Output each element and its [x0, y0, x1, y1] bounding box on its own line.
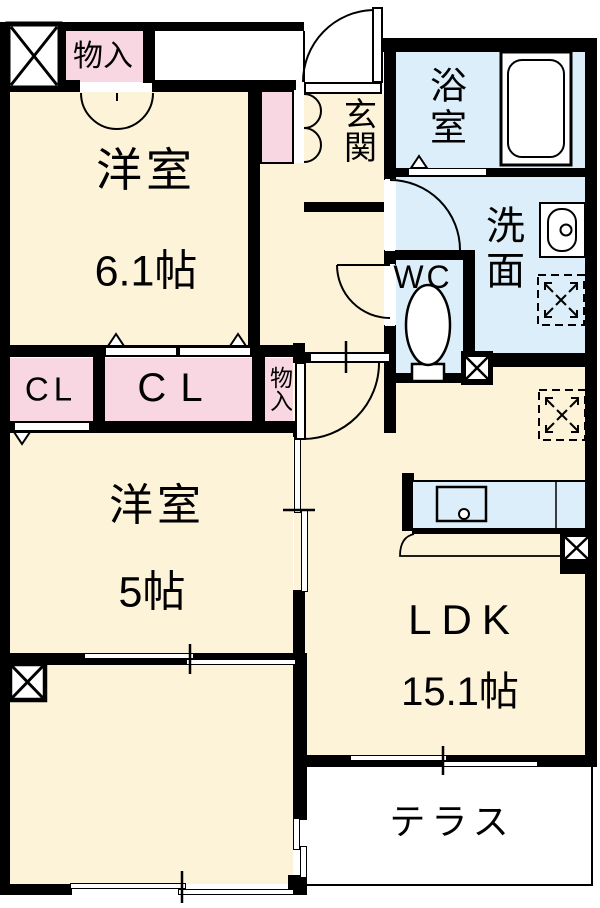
- wall-terrace-left-top: [293, 653, 307, 820]
- wc-door: [336, 264, 391, 319]
- wall-right: [585, 38, 597, 767]
- ldk-left-window-pane2: [178, 889, 294, 895]
- kitchen-faucet: [458, 508, 470, 520]
- label-storage-hall: 物入: [266, 366, 293, 412]
- bedroom2-window-pane2: [186, 659, 296, 665]
- room-bedroom2-floor: [10, 433, 293, 653]
- closet1-box: [10, 358, 93, 421]
- label-genkan: 玄関: [339, 97, 377, 163]
- label-bedroom2-name: 洋室: [109, 481, 205, 530]
- washer-space: [537, 274, 585, 326]
- door-direction-triangles: [12, 154, 429, 446]
- washroom-door-arc: [389, 179, 461, 251]
- ldk-left-window-pane1: [70, 883, 186, 889]
- label-bedroom2-area: 5帖: [118, 568, 186, 617]
- pillar-kitchen: [560, 528, 593, 574]
- wc-door-opening: [385, 264, 395, 326]
- terrace-side-window-pane2: [300, 846, 307, 878]
- genkan-cabinet-opening: [294, 90, 304, 163]
- pillar-top-left: [5, 21, 63, 91]
- terrace-side-window-pane1: [293, 818, 300, 850]
- pillar-bottom-left: [7, 661, 48, 703]
- wall-top-band: [152, 80, 296, 92]
- wall-bath-top: [382, 38, 597, 52]
- fridge-space: [538, 389, 586, 441]
- terrace-outline: [307, 767, 593, 886]
- kitchen-sink: [435, 485, 488, 523]
- label-terrace: テラス: [389, 801, 515, 842]
- wall-closet-divider2: [252, 345, 265, 433]
- washroom-door-opening: [385, 179, 395, 251]
- toilet: [404, 283, 452, 383]
- label-washroom: 洗面: [480, 205, 524, 295]
- kitchen-counter: [399, 480, 587, 557]
- genkan-step: [304, 202, 384, 212]
- wall-left: [0, 22, 10, 895]
- ldk-door: [295, 362, 380, 440]
- genkan-door-threshold: [304, 82, 382, 94]
- closet2-slider-right: [179, 347, 251, 356]
- closet2-slider-left: [105, 347, 177, 356]
- label-bedroom1-name: 洋室: [96, 144, 196, 196]
- storage-hall-box: [265, 358, 293, 421]
- closet2-box: [105, 358, 252, 421]
- storage-top-box: [62, 30, 143, 82]
- front-door: [302, 7, 383, 83]
- terrace-window-pane1: [350, 755, 447, 761]
- closet1-slider: [14, 422, 90, 431]
- wall-bath-left: [384, 38, 396, 180]
- label-closet2: CL: [137, 366, 217, 410]
- counter-front-edge: [412, 528, 586, 534]
- storage-top-doors: [80, 92, 154, 130]
- genkan-cabinet: [260, 90, 294, 164]
- bathtub: [499, 50, 573, 167]
- label-wc: WC: [393, 259, 453, 295]
- window-ticks: [180, 341, 445, 903]
- genkan-cabinet-doors: [303, 93, 322, 163]
- label-ldk-name: LDK: [408, 596, 520, 643]
- room-bedroom1-floor: [10, 92, 248, 345]
- wall-bedroom1-right: [248, 85, 260, 352]
- label-storage-top: 物入: [73, 40, 133, 73]
- bedroom2-window-pane1: [84, 653, 194, 659]
- wall-washroom-bottom: [463, 353, 585, 367]
- storage-top-opening: [80, 83, 152, 92]
- wall-wc-top: [384, 250, 475, 260]
- wall-bedroom2-right-bottom: [293, 590, 305, 653]
- label-closet1: CL: [24, 370, 78, 408]
- hallway-floor: [260, 164, 384, 352]
- room-ldk-lower-floor: [10, 653, 293, 884]
- label-bath: 浴室: [424, 66, 466, 150]
- label-bedroom1-area: 6.1帖: [94, 247, 198, 296]
- terrace-window-pane2: [441, 761, 538, 767]
- washbasin: [539, 202, 586, 258]
- wall-closet-divider1: [93, 345, 105, 433]
- wall-wc-right: [463, 250, 475, 383]
- bath-door-slider: [408, 168, 487, 176]
- hall-ldk-opening: [310, 353, 390, 362]
- wall-storage-top-right: [143, 22, 155, 92]
- room-ldk-floor: [294, 352, 585, 755]
- wall-bottom-left: [0, 884, 72, 895]
- pillar-wc-corner: [461, 351, 493, 385]
- label-ldk-area: 15.1帖: [401, 670, 519, 714]
